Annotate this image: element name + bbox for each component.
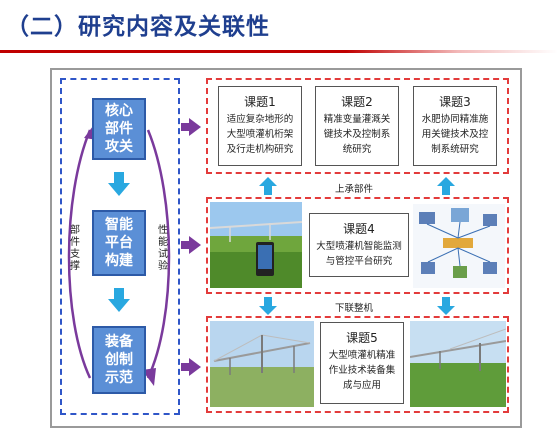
topic-2-box: 课题2 精准变量灌溉关 键技术及控制系 统研究 [315, 86, 399, 166]
down-arrow-1 [108, 172, 130, 196]
topic-3-body: 水肥协同精准施 用关键技术及控 制系统研究 [421, 114, 489, 155]
topic-5-box: 课题5 大型喷灌机精准 作业技术装备集 成与应用 [320, 322, 404, 404]
left-curved-arrows [67, 122, 171, 386]
test-side-label: 性 能 试 验 [158, 225, 168, 272]
down-arrow-2 [108, 288, 130, 312]
left-column-dashed-border [60, 78, 180, 415]
center-pivot-left-illustration [210, 321, 314, 407]
core-parts-label: 核心 部件 攻关 [105, 103, 133, 155]
topic-1-box: 课题1 适应复杂地形的 大型喷灌机桁架 及行走机构研究 [218, 86, 302, 166]
topic-4-box: 课题4 大型喷灌机智能监测 与管控平台研究 [309, 213, 409, 277]
topic-2-body: 精准变量灌溉关 键技术及控制系 统研究 [323, 114, 391, 155]
center-pivot-photo-right [410, 321, 506, 407]
topic-2-title: 课题2 [341, 95, 373, 109]
down-arrow-left [259, 297, 277, 315]
smart-platform-box: 智能 平台 构建 [92, 210, 146, 276]
page-title: （二）研究内容及关联性 [6, 4, 270, 44]
network-diagram-image [413, 204, 505, 288]
page-title-text: （二）研究内容及关联性 [6, 13, 270, 40]
field-photo-illustration [210, 202, 302, 288]
equipment-demo-label: 装备 创制 示范 [105, 334, 133, 386]
upper-connector-label: 上承部件 [335, 184, 374, 195]
up-arrow-right [437, 177, 455, 195]
down-arrow-right [437, 297, 455, 315]
title-underline [0, 50, 558, 53]
topic-1-body: 适应复杂地形的 大型喷灌机桁架 及行走机构研究 [226, 114, 294, 155]
right-arrow-bottom [181, 358, 201, 376]
top-row-dashed-box [206, 78, 509, 174]
topic-3-box: 课题3 水肥协同精准施 用关键技术及控 制系统研究 [413, 86, 497, 166]
middle-row-dashed-box [206, 197, 509, 294]
test-curve-arrow [146, 129, 171, 379]
support-curve-arrow [67, 129, 92, 379]
center-pivot-photo-left [210, 321, 314, 407]
field-sprinkler-photo [210, 202, 302, 288]
topic-5-body: 大型喷灌机精准 作业技术装备集 成与应用 [328, 350, 396, 391]
support-side-label: 部 件 支 撑 [70, 225, 80, 272]
equipment-demo-box: 装备 创制 示范 [92, 326, 146, 394]
bottom-row-dashed-box [206, 316, 509, 413]
topic-1-title: 课题1 [244, 95, 276, 109]
topic-5-title: 课题5 [346, 331, 378, 345]
right-arrow-top [181, 118, 201, 136]
topic-4-title: 课题4 [343, 222, 375, 236]
center-pivot-right-illustration [410, 321, 506, 407]
topic-3-title: 课题3 [439, 95, 471, 109]
right-arrow-middle [181, 236, 201, 254]
topic-4-body: 大型喷灌机智能监测 与管控平台研究 [316, 241, 402, 267]
up-arrow-left [259, 177, 277, 195]
smart-platform-label: 智能 平台 构建 [105, 217, 133, 269]
lower-connector-label: 下联整机 [335, 303, 374, 314]
network-diagram-illustration [419, 208, 497, 278]
core-parts-box: 核心 部件 攻关 [92, 98, 146, 160]
